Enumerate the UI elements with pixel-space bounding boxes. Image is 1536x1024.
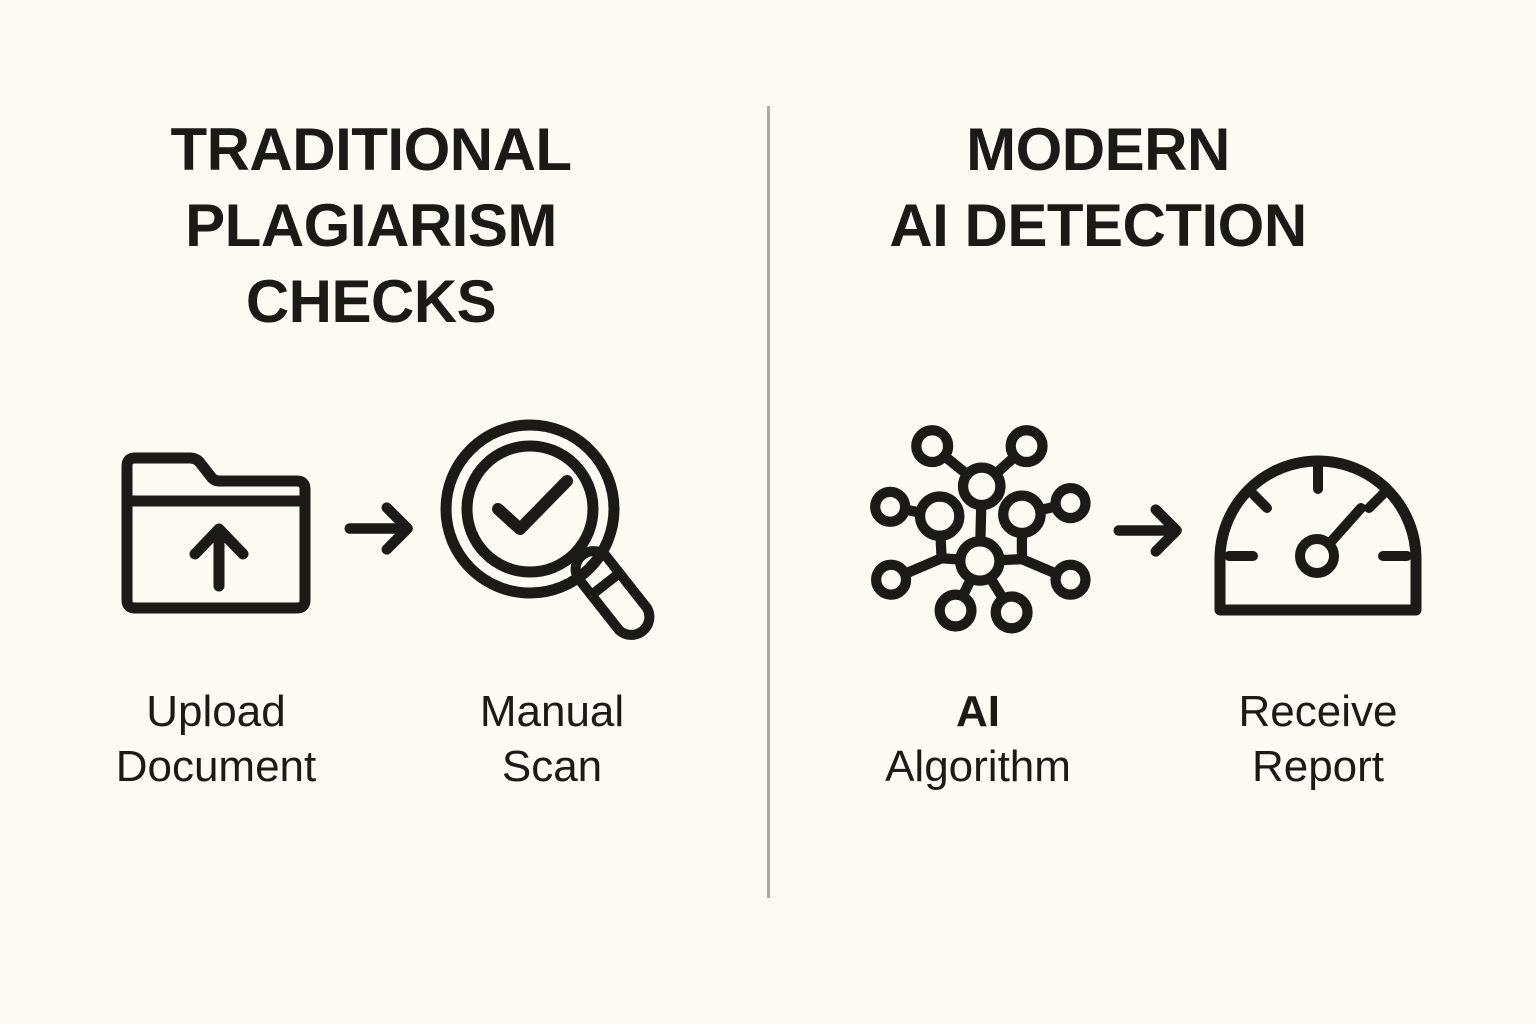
folder-upload-icon (121, 452, 311, 614)
flow-arrow (344, 498, 420, 559)
step-label-upload-document: Upload Document (46, 684, 386, 794)
title-line: CHECKS (245, 268, 497, 335)
icon-box (808, 418, 1148, 648)
title-line: MODERN (966, 116, 1230, 183)
magnifier-check-icon (440, 419, 655, 640)
label-line: Document (115, 742, 317, 791)
neural-network-icon (870, 425, 1091, 634)
label-line: Receive (1238, 687, 1398, 736)
step-label-receive-report: Receive Report (1148, 684, 1488, 794)
label-line: Manual (479, 687, 625, 736)
traditional-title: TRADITIONAL PLAGIARISM CHECKS (0, 112, 755, 340)
vertical-divider (767, 106, 770, 898)
step-ai-algorithm: AI Algorithm (808, 418, 1148, 794)
step-upload-document: Upload Document (46, 418, 386, 794)
icon-box (382, 418, 722, 648)
step-manual-scan: Manual Scan (382, 418, 722, 794)
step-label-manual-scan: Manual Scan (382, 684, 722, 794)
icon-box (46, 418, 386, 648)
step-label-ai-algorithm: AI Algorithm (808, 684, 1148, 794)
label-line: AI (956, 687, 1000, 736)
step-receive-report: Receive Report (1148, 418, 1488, 794)
right-arrow-icon (1113, 504, 1182, 557)
title-line: TRADITIONAL (170, 116, 572, 183)
icon-box (1148, 418, 1488, 648)
label-line: Report (1251, 742, 1385, 791)
title-line: AI DETECTION (889, 192, 1307, 259)
label-line: Scan (501, 742, 603, 791)
speedometer-icon (1214, 455, 1422, 616)
right-arrow-icon (344, 502, 413, 555)
label-line: Algorithm (885, 742, 1071, 791)
modern-title: MODERN AI DETECTION (714, 112, 1482, 264)
label-line: Upload (146, 687, 286, 736)
title-line: PLAGIARISM (185, 192, 557, 259)
flow-arrow (1113, 500, 1189, 561)
